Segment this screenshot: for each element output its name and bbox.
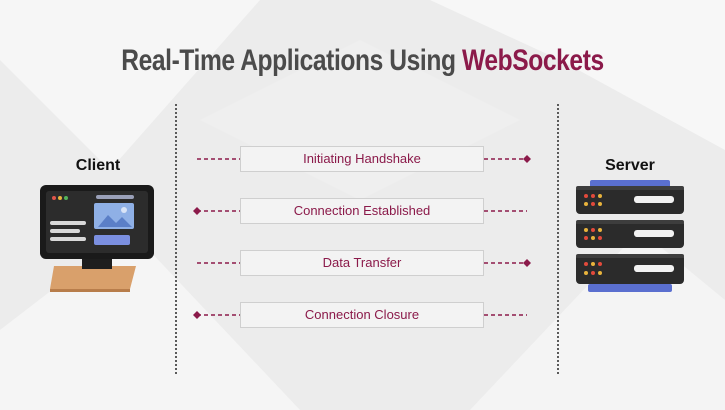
step-connection-established: Connection Established <box>240 198 484 224</box>
client-divider-line <box>175 104 177 374</box>
title-highlight: WebSockets <box>462 44 604 77</box>
step-connection-closure: Connection Closure <box>240 302 484 328</box>
step-initiating-handshake: Initiating Handshake <box>240 146 484 172</box>
title-prefix: Real-Time Applications Using <box>121 44 463 77</box>
step-data-transfer: Data Transfer <box>240 250 484 276</box>
server-label: Server <box>605 157 655 174</box>
server-divider-line <box>557 104 559 374</box>
server-unit <box>576 254 684 284</box>
server-rack-icon <box>576 180 684 292</box>
monitor-icon <box>40 185 154 292</box>
server-unit <box>576 220 684 248</box>
page-title: Real-Time Applications Using WebSockets <box>65 44 660 78</box>
server-unit <box>576 186 684 214</box>
client-label: Client <box>75 157 121 174</box>
